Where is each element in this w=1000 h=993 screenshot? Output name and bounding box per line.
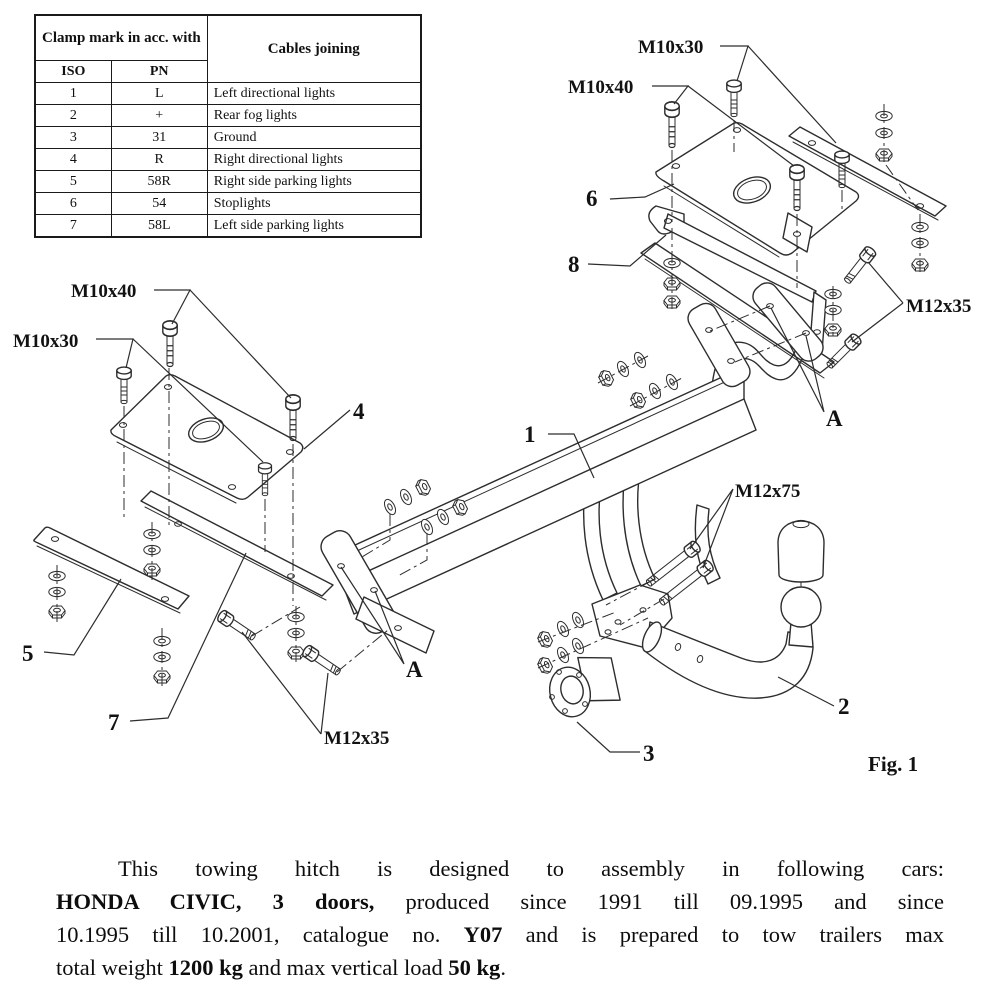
paragraph-line-2: HONDA CIVIC, 3 doors, produced since 199…: [56, 885, 944, 918]
text-segment: and max vertical load: [242, 955, 449, 980]
cell-pn: 58L: [110, 214, 208, 238]
label-part-7: 7: [108, 710, 120, 735]
table-header-pn: PN: [110, 60, 208, 83]
label-m10x40-left: M10x40: [71, 281, 136, 302]
cell-iso: 6: [34, 192, 112, 215]
diagram-labels: M10x30 M10x40 6 8 M12x35 A M10x40 M10x30…: [13, 37, 971, 776]
cell-pn: L: [110, 82, 208, 105]
label-part-8: 8: [568, 252, 580, 277]
label-point-a-bottom: A: [406, 657, 423, 682]
cell-iso: 3: [34, 126, 112, 149]
cell-pn: 58R: [110, 170, 208, 193]
label-point-a-right: A: [826, 406, 843, 431]
cell-iso: 7: [34, 214, 112, 238]
max-load-bold: 50 kg: [448, 955, 501, 980]
label-m12x75: M12x75: [735, 481, 800, 502]
cell-pn: 31: [110, 126, 208, 149]
table-header-clamp-mark: Clamp mark in acc. with: [34, 14, 208, 61]
table-header-iso: ISO: [34, 60, 112, 83]
table-row: 3 31 Ground: [34, 126, 422, 149]
cell-iso: 2: [34, 104, 112, 127]
text-segment: .: [500, 955, 506, 980]
car-model-bold: HONDA CIVIC, 3 doors,: [56, 889, 375, 914]
cell-function: Right directional lights: [206, 148, 422, 171]
cell-function: Ground: [206, 126, 422, 149]
cell-function: Left side parking lights: [206, 214, 422, 238]
cell-function: Rear fog lights: [206, 104, 422, 127]
label-m12x35-right: M12x35: [906, 296, 971, 317]
cell-function: Left directional lights: [206, 82, 422, 105]
text-segment: and is prepared to tow trailers max: [502, 922, 944, 947]
max-weight-bold: 1200 kg: [168, 955, 243, 980]
paragraph-line-1: This towing hitch is designed to assembl…: [56, 852, 944, 885]
assembly-diagram: M10x30 M10x40 6 8 M12x35 A M10x40 M10x30…: [13, 37, 971, 776]
table-row: 1 L Left directional lights: [34, 82, 422, 105]
label-part-2: 2: [838, 694, 850, 719]
label-m12x35-bottom: M12x35: [324, 728, 389, 749]
tow-ball-group: [641, 519, 825, 699]
label-part-3: 3: [643, 741, 655, 766]
description-paragraph: This towing hitch is designed to assembl…: [56, 852, 944, 984]
table-row: 2 + Rear fog lights: [34, 104, 422, 127]
cell-pn: R: [110, 148, 208, 171]
label-part-4: 4: [353, 399, 365, 424]
left-assembly: [33, 374, 334, 614]
clamp-mark-table: Clamp mark in acc. with Cables joining I…: [34, 14, 422, 238]
label-m10x30-left: M10x30: [13, 331, 78, 352]
label-part-6: 6: [586, 186, 598, 211]
centerlines: [56, 104, 921, 688]
label-m10x40-top: M10x40: [568, 77, 633, 98]
socket-plate: [548, 656, 621, 718]
table-row: 4 R Right directional lights: [34, 148, 422, 171]
table-row: 6 54 Stoplights: [34, 192, 422, 215]
cell-iso: 1: [34, 82, 112, 105]
cell-function: Stoplights: [206, 192, 422, 215]
table-header-cables: Cables joining: [206, 14, 422, 83]
text-segment: 10.1995 till 10.2001, catalogue no.: [56, 922, 464, 947]
leader-lines: [43, 45, 904, 753]
label-m10x30-top: M10x30: [638, 37, 703, 58]
label-part-5: 5: [22, 641, 34, 666]
paragraph-line-3: 10.1995 till 10.2001, catalogue no. Y07 …: [56, 918, 944, 951]
cell-pn: +: [110, 104, 208, 127]
cell-iso: 5: [34, 170, 112, 193]
paragraph-line-4: total weight 1200 kg and max vertical lo…: [56, 951, 944, 984]
cell-iso: 4: [34, 148, 112, 171]
crossmember-group: [320, 282, 824, 654]
text-segment: total weight: [56, 955, 169, 980]
table-row: 7 58L Left side parking lights: [34, 214, 422, 238]
table-row: 5 58R Right side parking lights: [34, 170, 422, 193]
catalogue-no-bold: Y07: [463, 922, 503, 947]
label-part-1: 1: [524, 422, 536, 447]
cell-pn: 54: [110, 192, 208, 215]
text-segment: This towing hitch is designed to assembl…: [118, 856, 944, 881]
figure-caption: Fig. 1: [868, 752, 918, 776]
cell-function: Right side parking lights: [206, 170, 422, 193]
text-segment: produced since 1991 till 09.1995 and sin…: [374, 889, 944, 914]
